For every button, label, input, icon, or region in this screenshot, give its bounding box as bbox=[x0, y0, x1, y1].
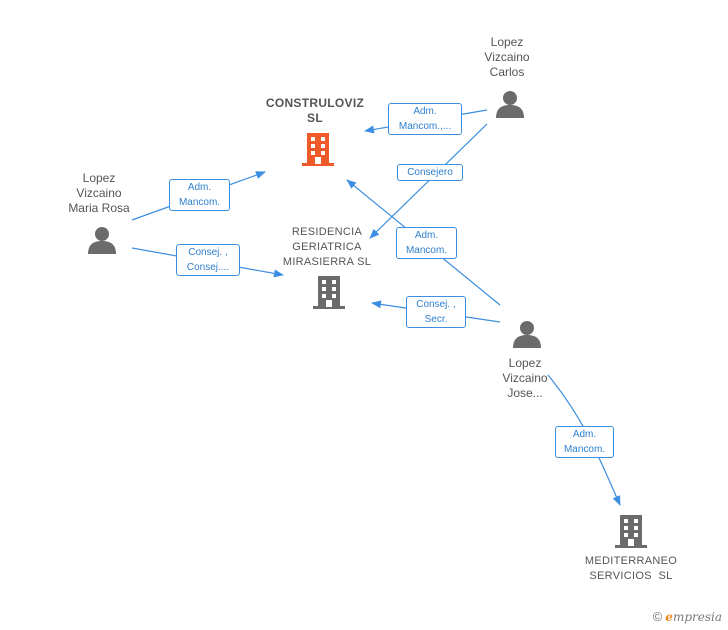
company-label-residencia[interactable]: RESIDENCIA GERIATRICA MIRASIERRA SL bbox=[262, 225, 392, 270]
company-name-line: CONSTRULOVIZ bbox=[265, 96, 365, 110]
copyright-icon: © bbox=[652, 609, 663, 624]
person-name-line: Vizcaino bbox=[76, 186, 122, 200]
person-name-line: Vizcaino bbox=[484, 50, 530, 64]
person-name-line: Lopez bbox=[508, 356, 542, 370]
edge-label-maria-residencia[interactable]: Consej. , Consej.... bbox=[176, 244, 240, 276]
company-label-mediterraneo[interactable]: MEDITERRANEO SERVICIOS SL bbox=[566, 554, 696, 584]
brand-logo: empresia bbox=[665, 610, 722, 624]
building-icon[interactable] bbox=[313, 276, 345, 309]
company-name-line: SERVICIOS SL bbox=[589, 570, 673, 582]
edge-label-carlos-construloviz[interactable]: Adm. Mancom.,... bbox=[388, 103, 462, 135]
company-label-construloviz[interactable]: CONSTRULOVIZ SL bbox=[250, 96, 380, 126]
person-label-jose[interactable]: Lopez Vizcaino Jose... bbox=[480, 356, 570, 401]
person-name-line: Vizcaino bbox=[502, 371, 548, 385]
company-name-line: MIRASIERRA SL bbox=[282, 256, 372, 268]
footer-brand: ©empresia bbox=[653, 609, 722, 624]
person-name-line: Maria Rosa bbox=[68, 201, 130, 215]
edge-label-jose-residencia[interactable]: Consej. , Secr. bbox=[406, 296, 466, 328]
edges bbox=[131, 109, 621, 506]
edge-label-maria-construloviz[interactable]: Adm. Mancom. bbox=[169, 179, 230, 211]
company-name-line: SL bbox=[307, 111, 323, 125]
person-icon[interactable] bbox=[496, 91, 524, 118]
person-name-line: Lopez bbox=[82, 171, 116, 185]
company-name-line: RESIDENCIA bbox=[291, 226, 363, 238]
person-icon[interactable] bbox=[513, 321, 541, 348]
edge-label-jose-construloviz[interactable]: Adm. Mancom. bbox=[396, 227, 457, 259]
company-name-line: GERIATRICA bbox=[292, 241, 362, 253]
edge-label-carlos-residencia[interactable]: Consejero bbox=[397, 164, 463, 181]
person-name-line: Lopez bbox=[490, 35, 524, 49]
edge-carlos-residencia bbox=[369, 123, 488, 239]
company-name-line: MEDITERRANEO bbox=[584, 555, 678, 567]
person-name-line: Jose... bbox=[507, 386, 543, 400]
person-name-line: Carlos bbox=[489, 65, 525, 79]
person-icon[interactable] bbox=[88, 227, 116, 254]
building-icon[interactable] bbox=[302, 133, 334, 166]
person-label-carlos[interactable]: Lopez Vizcaino Carlos bbox=[462, 35, 552, 80]
building-icon[interactable] bbox=[615, 515, 647, 548]
person-label-maria-rosa[interactable]: Lopez Vizcaino Maria Rosa bbox=[54, 171, 144, 216]
edge-label-jose-mediterraneo[interactable]: Adm. Mancom. bbox=[555, 426, 614, 458]
